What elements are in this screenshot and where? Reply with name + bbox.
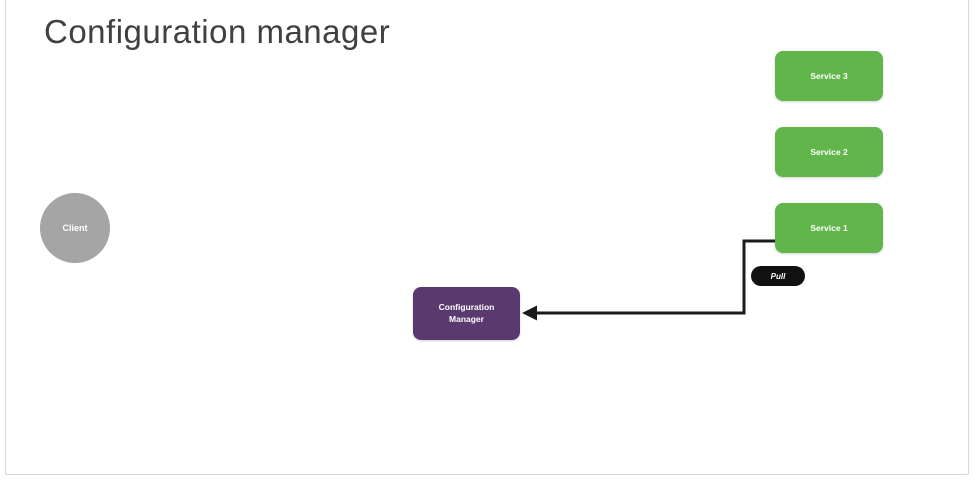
page-title: Configuration manager: [44, 13, 391, 50]
node-configuration-manager-label: Configuration Manager: [438, 301, 495, 324]
node-client[interactable]: Client: [40, 193, 110, 263]
node-service-1[interactable]: Service 1: [775, 203, 883, 253]
node-service-2[interactable]: Service 2: [775, 127, 883, 177]
pull-badge-label: Pull: [770, 271, 786, 281]
pull-badge[interactable]: Pull: [751, 266, 805, 286]
node-service-2-label: Service 2: [810, 147, 848, 157]
node-service-3[interactable]: Service 3: [775, 51, 883, 101]
node-configuration-manager[interactable]: Configuration Manager: [413, 287, 520, 340]
node-service-1-label: Service 1: [810, 223, 848, 233]
node-client-label: Client: [62, 223, 88, 233]
node-service-3-label: Service 3: [810, 71, 848, 81]
